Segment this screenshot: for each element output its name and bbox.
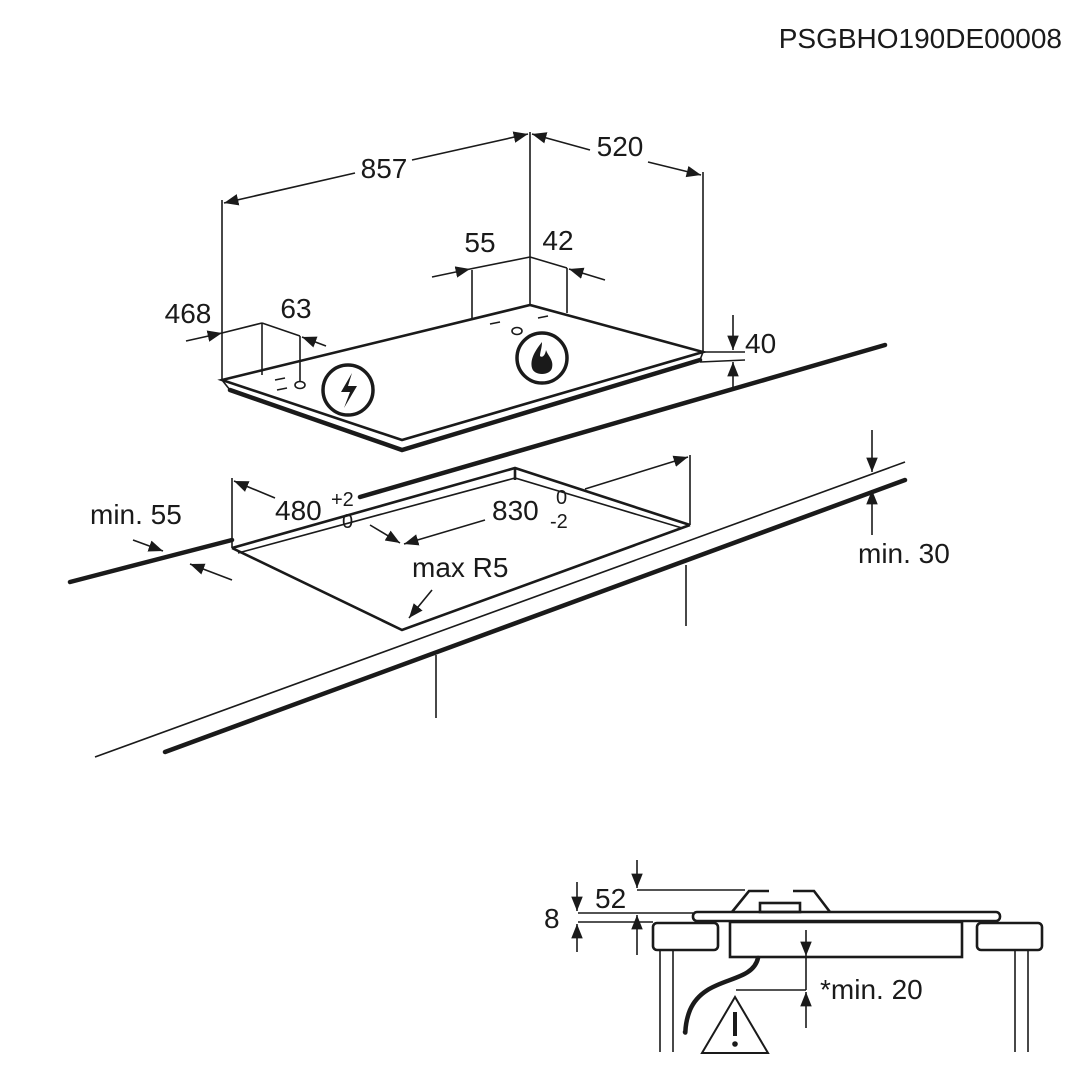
- document-code: PSGBHO190DE00008: [779, 23, 1062, 54]
- dim-520: 520: [597, 131, 644, 162]
- dim-830: 830: [492, 495, 539, 526]
- dimension-electric-position: 468 63: [165, 293, 327, 382]
- dim-468: 468: [165, 298, 212, 329]
- dim-480: 480: [275, 495, 322, 526]
- dim-min-55: min. 55: [90, 499, 182, 530]
- dim-42: 42: [542, 225, 573, 256]
- dimension-width-depth: 857 520: [221, 131, 704, 380]
- connection-points: [274, 315, 549, 391]
- dim-857: 857: [361, 153, 408, 184]
- gas-connection-icon: [515, 331, 569, 385]
- dim-63: 63: [280, 293, 311, 324]
- warning-icon: [700, 995, 770, 1054]
- dim-830-tol-lower: -2: [550, 511, 568, 533]
- dimension-gas-position: 55 42: [431, 225, 606, 318]
- dimension-height: 40: [699, 315, 776, 387]
- dim-55: 55: [464, 227, 495, 258]
- dim-480-tol-lower: 0: [342, 511, 353, 533]
- dim-480-tol-upper: +2: [331, 489, 354, 511]
- dim-52: 52: [595, 883, 626, 914]
- dim-8: 8: [544, 903, 560, 934]
- section-view: 52 8 *min. 20: [544, 860, 1044, 1052]
- dim-max-r5: max R5: [412, 552, 508, 583]
- dim-min-20: *min. 20: [820, 974, 923, 1005]
- dim-min-30: min. 30: [858, 538, 950, 569]
- dim-40: 40: [745, 328, 776, 359]
- electric-connection-icon: [321, 363, 375, 417]
- dimension-cutout: 480 +2 0 830 0 -2 max R5 min. 55 min. 30: [90, 430, 950, 619]
- worktop-drawing: [67, 342, 908, 758]
- dim-830-tol-upper: 0: [556, 487, 567, 509]
- hob-drawing: [217, 303, 708, 453]
